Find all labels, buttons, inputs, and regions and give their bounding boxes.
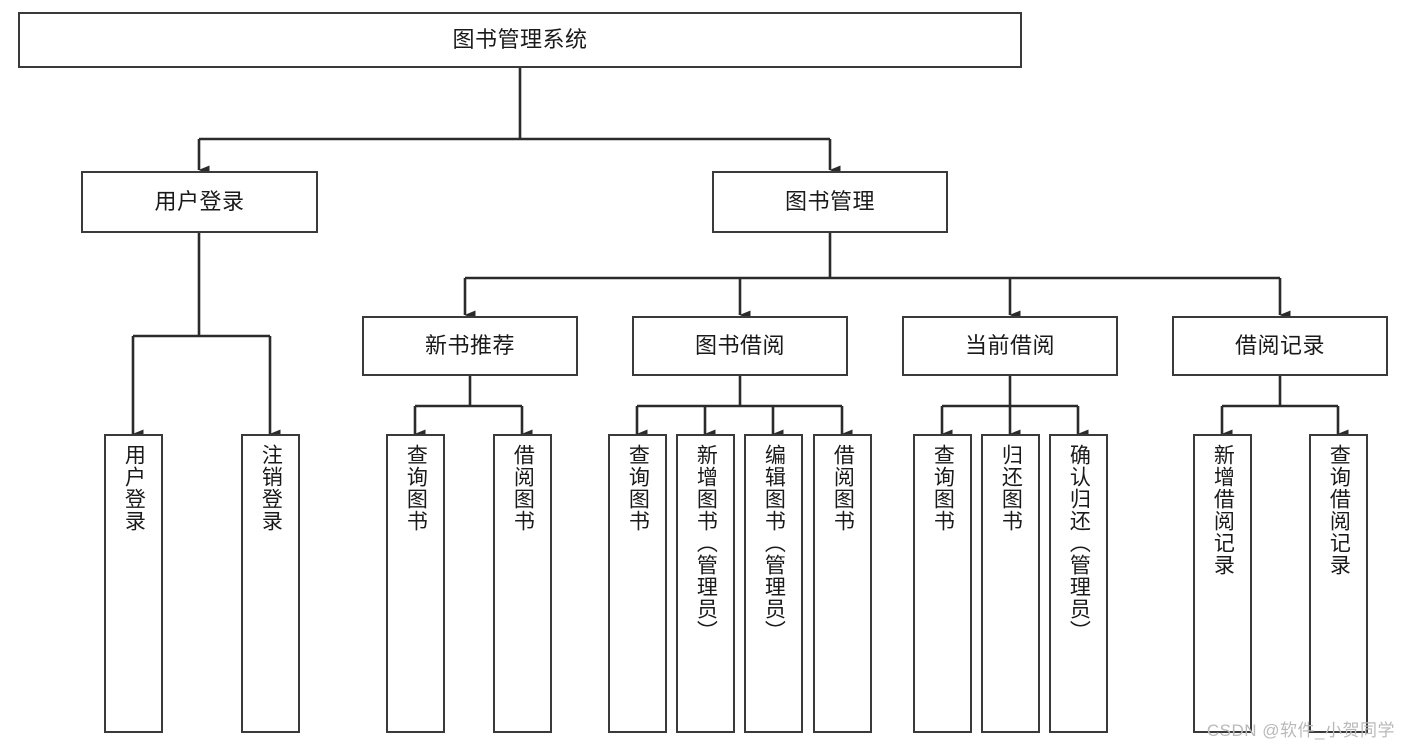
node-label: 图书借阅 xyxy=(694,332,785,358)
leaf-current-query-book[interactable]: 查询图书 xyxy=(913,434,972,733)
leaf-record-query-borrow-record[interactable]: 查询借阅记录 xyxy=(1309,434,1368,733)
node-label: 新增借阅记录 xyxy=(1211,444,1235,576)
node-label: 当前借阅 xyxy=(964,332,1055,358)
node-label: 借阅图书 xyxy=(831,444,855,532)
leaf-recommend-borrow-book[interactable]: 借阅图书 xyxy=(493,434,552,733)
node-current-borrow[interactable]: 当前借阅 xyxy=(902,316,1118,376)
node-label: 用户登录 xyxy=(122,444,146,532)
node-book-borrow[interactable]: 图书借阅 xyxy=(632,316,848,376)
node-label: 确认归还（管理员） xyxy=(1067,444,1091,642)
node-user-login[interactable]: 用户登录 xyxy=(81,171,318,233)
node-label: 注销登录 xyxy=(259,444,283,532)
leaf-user-login-logout[interactable]: 注销登录 xyxy=(241,434,300,733)
node-label: 借阅记录 xyxy=(1234,332,1325,358)
new-book-recommend-to-leaves-connectors xyxy=(413,376,533,439)
node-label: 图书管理 xyxy=(784,188,875,214)
node-label: 编辑图书（管理员） xyxy=(762,444,786,642)
node-label: 借阅图书 xyxy=(511,444,535,532)
node-label: 查询图书 xyxy=(404,444,428,532)
leaf-borrow-borrow-book[interactable]: 借阅图书 xyxy=(813,434,872,733)
node-book-management[interactable]: 图书管理 xyxy=(712,171,948,233)
user-login-to-leaves-connectors xyxy=(131,233,281,439)
leaf-current-return-book[interactable]: 归还图书 xyxy=(981,434,1040,733)
node-label: 新增图书（管理员） xyxy=(694,444,718,642)
node-borrow-record[interactable]: 借阅记录 xyxy=(1172,316,1388,376)
node-label: 查询图书 xyxy=(931,444,955,532)
leaf-record-add-borrow-record[interactable]: 新增借阅记录 xyxy=(1193,434,1252,733)
leaf-borrow-query-book[interactable]: 查询图书 xyxy=(608,434,667,733)
borrow-record-to-leaves-connectors xyxy=(1220,376,1349,439)
current-borrow-to-leaves-connectors xyxy=(940,376,1089,439)
node-label: 查询图书 xyxy=(626,444,650,532)
root-to-level2-connectors xyxy=(197,68,841,175)
leaf-current-confirm-return-admin[interactable]: 确认归还（管理员） xyxy=(1049,434,1108,733)
node-label: 新书推荐 xyxy=(424,332,515,358)
book-manage-to-level3-connectors xyxy=(463,233,1291,320)
leaf-recommend-query-book[interactable]: 查询图书 xyxy=(386,434,445,733)
node-root-library-system[interactable]: 图书管理系统 xyxy=(18,12,1022,68)
book-borrow-to-leaves-connectors xyxy=(635,376,853,439)
leaf-borrow-add-book-admin[interactable]: 新增图书（管理员） xyxy=(676,434,735,733)
node-label: 归还图书 xyxy=(999,444,1023,532)
node-label: 图书管理系统 xyxy=(452,26,588,52)
leaf-user-login-do-login[interactable]: 用户登录 xyxy=(104,434,163,733)
node-label: 查询借阅记录 xyxy=(1327,444,1351,576)
node-label: 用户登录 xyxy=(154,188,245,214)
node-new-book-recommend[interactable]: 新书推荐 xyxy=(362,316,578,376)
leaf-borrow-edit-book-admin[interactable]: 编辑图书（管理员） xyxy=(744,434,803,733)
